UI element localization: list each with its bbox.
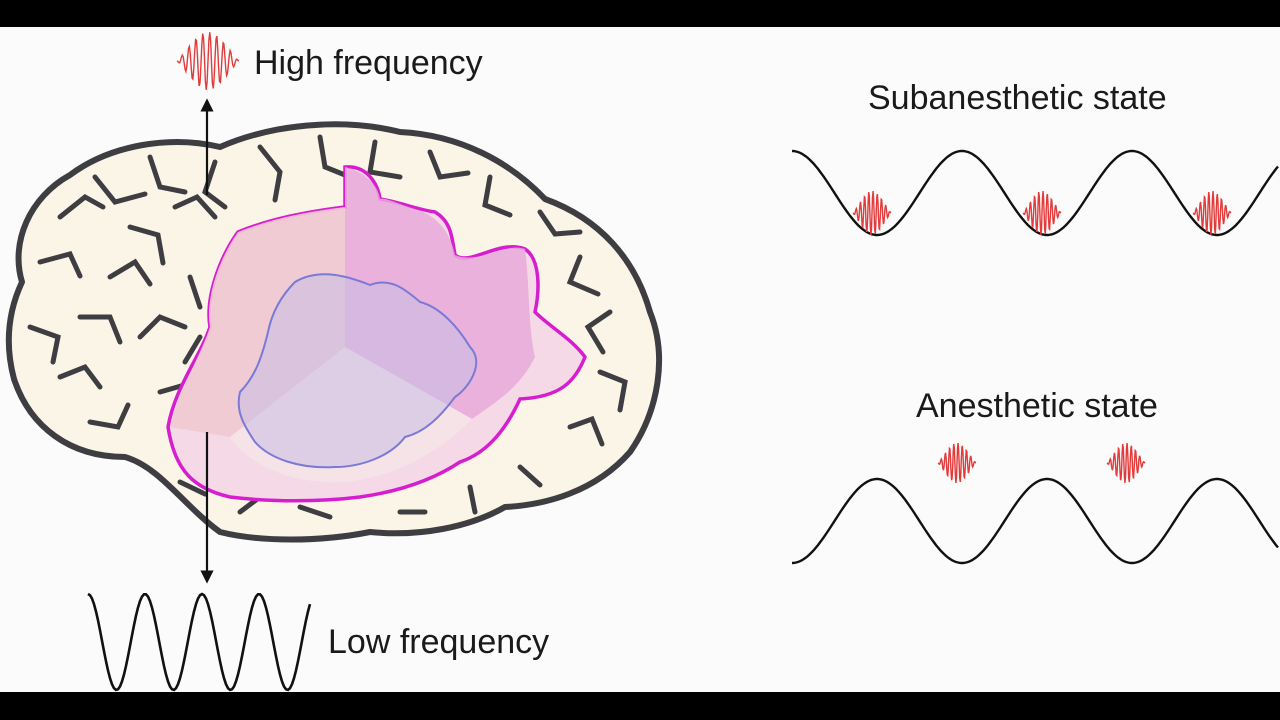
- brain-illustration: [5, 121, 662, 543]
- brain-gyri: [27, 134, 628, 520]
- subanesthetic-burst-1: [852, 191, 892, 235]
- subanesthetic-wave: [791, 149, 1279, 237]
- anesthetic-state-label: Anesthetic state: [916, 387, 1158, 425]
- subanesthetic-burst-3: [1192, 191, 1232, 235]
- high-frequency-label: High frequency: [254, 44, 483, 82]
- high-frequency-oscillation-icon: [176, 32, 240, 90]
- diagram-art: [5, 32, 1279, 692]
- low-frequency-label: Low frequency: [328, 623, 550, 661]
- anesthetic-burst-1: [937, 443, 977, 483]
- figure-canvas: High frequency Low frequency Subanesthet…: [0, 27, 1280, 692]
- subanesthetic-state-label: Subanesthetic state: [868, 79, 1167, 117]
- anesthetic-wave: [791, 477, 1279, 565]
- low-frequency-wave: [87, 592, 312, 692]
- anesthetic-bursts: [937, 443, 1146, 483]
- subanesthetic-bursts: [852, 191, 1232, 235]
- high-frequency-burst-icon: [176, 32, 240, 90]
- subanesthetic-burst-2: [1022, 191, 1062, 235]
- inner-structure: [237, 273, 478, 469]
- anesthetic-burst-2: [1106, 443, 1146, 483]
